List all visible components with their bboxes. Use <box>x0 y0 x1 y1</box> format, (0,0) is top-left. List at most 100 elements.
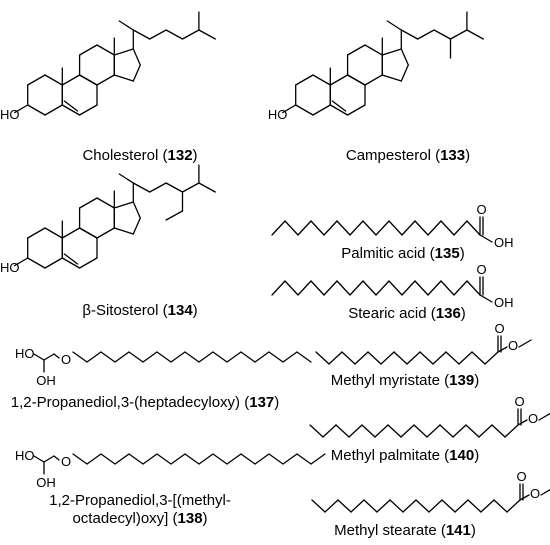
compound138-glycerol-bond <box>33 455 45 463</box>
campesterol-ring-bond <box>295 104 314 116</box>
cholesterol-side-bond <box>118 20 134 31</box>
cholesterol-ring-bond <box>78 44 98 56</box>
palmitate-chain-bond <box>335 424 350 438</box>
compound137-glycerol-bond <box>43 353 55 361</box>
stearic-chain-bond <box>336 280 351 296</box>
stearic-chain-bond <box>466 280 481 296</box>
compound137-chain-bond <box>86 351 102 363</box>
cholesterol-ring-bond <box>27 104 46 116</box>
sitosterol-ring-bond <box>96 227 115 239</box>
palmitate-ester-o: O <box>528 411 538 426</box>
sitosterol-side-bond <box>149 182 167 193</box>
palmitic-chain-bond <box>297 220 312 236</box>
compound138-chain-bond <box>114 453 130 465</box>
sitosterol-d-ring-bond <box>132 201 141 219</box>
sitosterol-ring-bond <box>44 257 63 269</box>
palmitic-chain-bond <box>362 220 377 236</box>
compound138-glycerol-bond <box>43 455 55 463</box>
sitosterol-side-bond <box>165 182 184 193</box>
compound137-chain-bond <box>296 351 312 363</box>
palmitic-chain-bond <box>440 220 455 236</box>
sitosterol-ring-bond <box>61 257 81 269</box>
palmitate-chain-bond <box>478 424 493 438</box>
myristate-chain-bond <box>354 351 369 365</box>
campesterol-ring-bond <box>329 74 349 86</box>
palmitic-carbonyl-o: O <box>476 202 486 217</box>
sitosterol-side-bond <box>165 210 184 221</box>
myristate-carbonyl-o: O <box>494 321 504 336</box>
campesterol-side-bond <box>400 29 419 40</box>
caption-methyl-stearate: Methyl stearate (141) <box>334 522 476 539</box>
caption-campesterol: Campesterol (133) <box>345 147 471 164</box>
stearate-chain-bond <box>428 499 443 513</box>
compound137-chain-bond <box>72 351 88 363</box>
cholesterol-d-ring-bond <box>132 48 141 66</box>
compound138-chain-bond <box>72 453 88 465</box>
palmitic-oh-label: OH <box>494 235 514 250</box>
caption-methyl-palmitate: Methyl palmitate (140) <box>330 447 480 464</box>
palmitate-chain-bond <box>452 424 467 438</box>
cholesterol-d-ring-bond <box>113 48 134 56</box>
myristate-ester-o: O <box>508 338 518 353</box>
palmitic-chain-bond <box>401 220 416 236</box>
stearic-oh-label: OH <box>494 295 514 310</box>
campesterol-side-bond <box>417 29 435 40</box>
compound138-chain-bond <box>142 453 158 465</box>
sitosterol-ring-bond <box>78 227 98 239</box>
palmitate-carbonyl-o: O <box>514 394 524 409</box>
myristate-chain-bond <box>471 351 486 365</box>
palmitic-chain-bond <box>349 220 364 236</box>
myristate-methyl-bond <box>518 339 532 348</box>
palmitate-chain-bond <box>465 424 480 438</box>
caption-compound-138: 1,2-Propanediol,3-[(methyl- octadecyl)ox… <box>49 492 231 527</box>
caption-palmitic-acid: Palmitic acid (135) <box>341 245 465 262</box>
stearic-chain-bond <box>401 280 416 296</box>
compound138-chain-bond <box>310 453 326 465</box>
stearic-chain-bond <box>427 280 442 296</box>
palmitate-chain-bond <box>413 424 428 438</box>
campesterol-ring-bond <box>295 74 314 86</box>
stearate-chain-bond <box>506 499 521 513</box>
cholesterol-ring-bond <box>78 104 98 116</box>
cholesterol-oh-bond <box>14 104 29 114</box>
stearate-carbonyl-o: O <box>516 469 526 484</box>
compound138-chain-bond <box>86 453 102 465</box>
palmitic-chain-bond <box>453 220 468 236</box>
palmitic-chain-bond <box>375 220 390 236</box>
palmitate-chain-bond <box>504 424 519 438</box>
compound137-chain-bond <box>156 351 172 363</box>
stearate-chain-bond <box>324 499 339 513</box>
sitosterol-d-ring-bond <box>113 201 134 209</box>
cholesterol-d-ring-bond <box>132 64 141 82</box>
cholesterol-hydroxyl-label: HO <box>0 107 19 122</box>
stearic-chain-bond <box>284 280 299 296</box>
sitosterol-ring-bond <box>78 197 98 209</box>
stearic-chain-bond <box>297 280 312 296</box>
cholesterol-ring-bond <box>96 74 115 86</box>
palmitic-chain-bond <box>310 220 325 236</box>
campesterol-ring-bond <box>312 74 331 86</box>
palmitate-chain-bond <box>309 424 324 438</box>
campesterol-side-bond <box>386 20 402 31</box>
compound138-chain-bond <box>212 453 228 465</box>
cholesterol-ring-bond <box>61 74 81 86</box>
compound137-chain-bond <box>212 351 228 363</box>
campesterol-ring-bond <box>312 104 331 116</box>
campesterol-ring-bond <box>346 104 366 116</box>
stearate-chain-bond <box>441 499 456 513</box>
compound137-chain-bond <box>226 351 242 363</box>
compound138-chain-bond <box>156 453 172 465</box>
compound137-chain-bond <box>198 351 214 363</box>
compound137-glycerol-bond <box>33 353 45 361</box>
palmitate-chain-bond <box>322 424 337 438</box>
myristate-chain-bond <box>484 351 499 365</box>
sitosterol-ring-bond <box>27 227 46 239</box>
myristate-chain-bond <box>315 351 330 365</box>
compound138-ho-label: HO <box>15 448 35 463</box>
palmitate-chain-bond <box>348 424 363 438</box>
palmitic-chain-bond <box>284 220 299 236</box>
stearate-chain-bond <box>376 499 391 513</box>
caption-stearic-acid: Stearic acid (136) <box>348 305 466 322</box>
compound137-chain-bond <box>254 351 270 363</box>
